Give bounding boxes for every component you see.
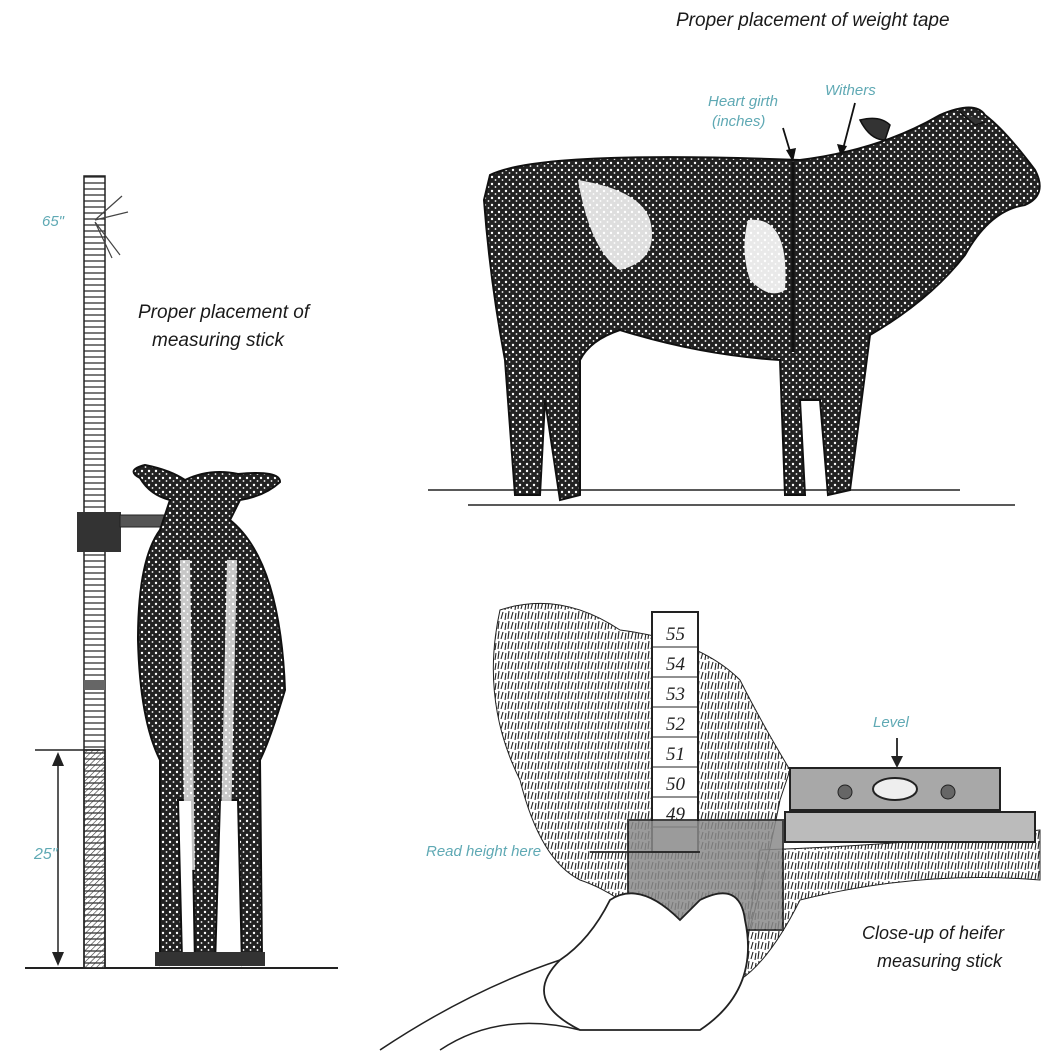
stick-placement-panel	[25, 176, 338, 968]
heifer-rear-view	[134, 465, 285, 966]
stick-lower-hatch	[84, 750, 105, 968]
caption-stick-line2: measuring stick	[152, 328, 284, 354]
closeup-panel: 55 54 53 52 51 50 49	[380, 603, 1040, 1050]
scale-number-50: 50	[666, 774, 686, 795]
label-level: Level	[873, 714, 909, 732]
caption-stick-line1: Proper placement of	[138, 300, 309, 326]
hand	[544, 893, 748, 1030]
label-65-inches: 65"	[42, 213, 64, 231]
label-heart-girth-line2: (inches)	[712, 113, 765, 131]
scale-number-51: 51	[666, 744, 685, 765]
scale-number-53: 53	[666, 684, 685, 705]
caption-weight-tape: Proper placement of weight tape	[676, 8, 950, 34]
closeup-arm	[785, 812, 1035, 842]
stick-clamp	[77, 512, 121, 552]
scale-number-55: 55	[666, 624, 685, 645]
caption-closeup-line1: Close-up of heifer	[862, 920, 1004, 946]
stick-band	[84, 680, 105, 690]
label-read-height: Read height here	[426, 843, 541, 861]
label-25-inches: 25"	[34, 846, 57, 864]
level-arrowhead	[891, 756, 903, 768]
label-withers: Withers	[825, 82, 876, 100]
level-screw-right	[941, 785, 955, 799]
weight-tape-panel	[428, 103, 1040, 505]
heifer-side-view	[484, 108, 1040, 501]
scale-number-54: 54	[666, 654, 686, 675]
label-heart-girth-line1: Heart girth	[708, 93, 778, 111]
caption-closeup-line2: measuring stick	[877, 948, 1002, 974]
level-screw-left	[838, 785, 852, 799]
scale-number-52: 52	[666, 714, 686, 735]
level-bubble	[873, 778, 917, 800]
